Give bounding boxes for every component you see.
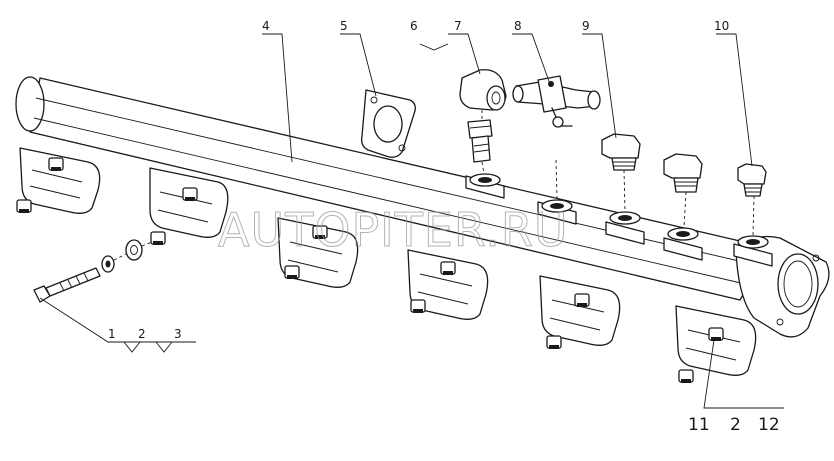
loose-bolt-part-1 [33, 267, 101, 303]
boss-10 [733, 235, 773, 267]
bolt-axis-dash [113, 241, 153, 261]
callout-11: 11 [688, 415, 710, 435]
callout-10: 10 [714, 19, 729, 33]
callout-numbers: 4 5 6 7 8 9 10 1 2 3 11 2 12 [108, 19, 780, 435]
lug-bolt-1b [16, 199, 32, 213]
lug-bolt-3b [284, 265, 300, 279]
callout-9: 9 [582, 19, 590, 33]
leader-9 [582, 33, 617, 139]
port-bosses [465, 173, 773, 267]
callout-12: 12 [758, 415, 780, 435]
callout-1: 1 [108, 327, 116, 341]
lug-bolt-6a [708, 327, 724, 341]
boss-6 [465, 173, 505, 199]
plug-center [663, 153, 703, 193]
leader-10 [716, 33, 753, 167]
union-part-6 [467, 119, 493, 163]
callout-2: 2 [138, 327, 146, 341]
leader-1-3 [39, 297, 196, 343]
flat-washer-part-3 [125, 239, 143, 261]
assembly-dash-lines [481, 110, 755, 237]
watermark-text: AUTOPITER.RU [218, 203, 569, 257]
leader-lines [39, 33, 784, 409]
brace-6-7 [419, 43, 449, 51]
leader-11-12 [703, 339, 784, 409]
leader-8 [512, 33, 551, 85]
leader-4 [262, 33, 293, 163]
lug-bolt-1a [48, 157, 64, 171]
boss-7 [537, 199, 577, 225]
callout-7: 7 [454, 19, 462, 33]
callout-5: 5 [340, 19, 348, 33]
valve-part-8 [512, 75, 601, 128]
lug-bolt-4a [440, 261, 456, 275]
injector-lug-2 [149, 167, 229, 238]
leader-7 [448, 33, 481, 75]
lug-bolt-4b [410, 299, 426, 313]
lug-bolts [16, 157, 724, 383]
leader-5 [340, 33, 377, 97]
plug-part-9 [601, 133, 641, 171]
callout-3: 3 [174, 327, 182, 341]
callout-2-lower: 2 [730, 415, 741, 435]
lug-bolt-6b [678, 369, 694, 383]
gasket-part-5 [360, 89, 416, 158]
lug-bolt-2b [150, 231, 166, 245]
lug-bolt-3a [312, 225, 328, 239]
callout-4: 4 [262, 19, 270, 33]
injector-lug-1 [19, 147, 101, 214]
injector-lug-5 [539, 275, 621, 346]
lug-bolt-5a [574, 293, 590, 307]
lug-bolt-2a [182, 187, 198, 201]
elbow-fitting-part-7 [459, 69, 507, 111]
boss-8 [663, 227, 703, 261]
callout-8: 8 [514, 19, 522, 33]
callout-6: 6 [410, 19, 418, 33]
manifold-tube [15, 76, 771, 301]
brace-1-3 [123, 341, 173, 353]
plug-part-10 [737, 163, 767, 197]
lug-bolt-5b [546, 335, 562, 349]
boss-9 [605, 211, 645, 245]
spring-washer-part-2 [101, 255, 115, 273]
